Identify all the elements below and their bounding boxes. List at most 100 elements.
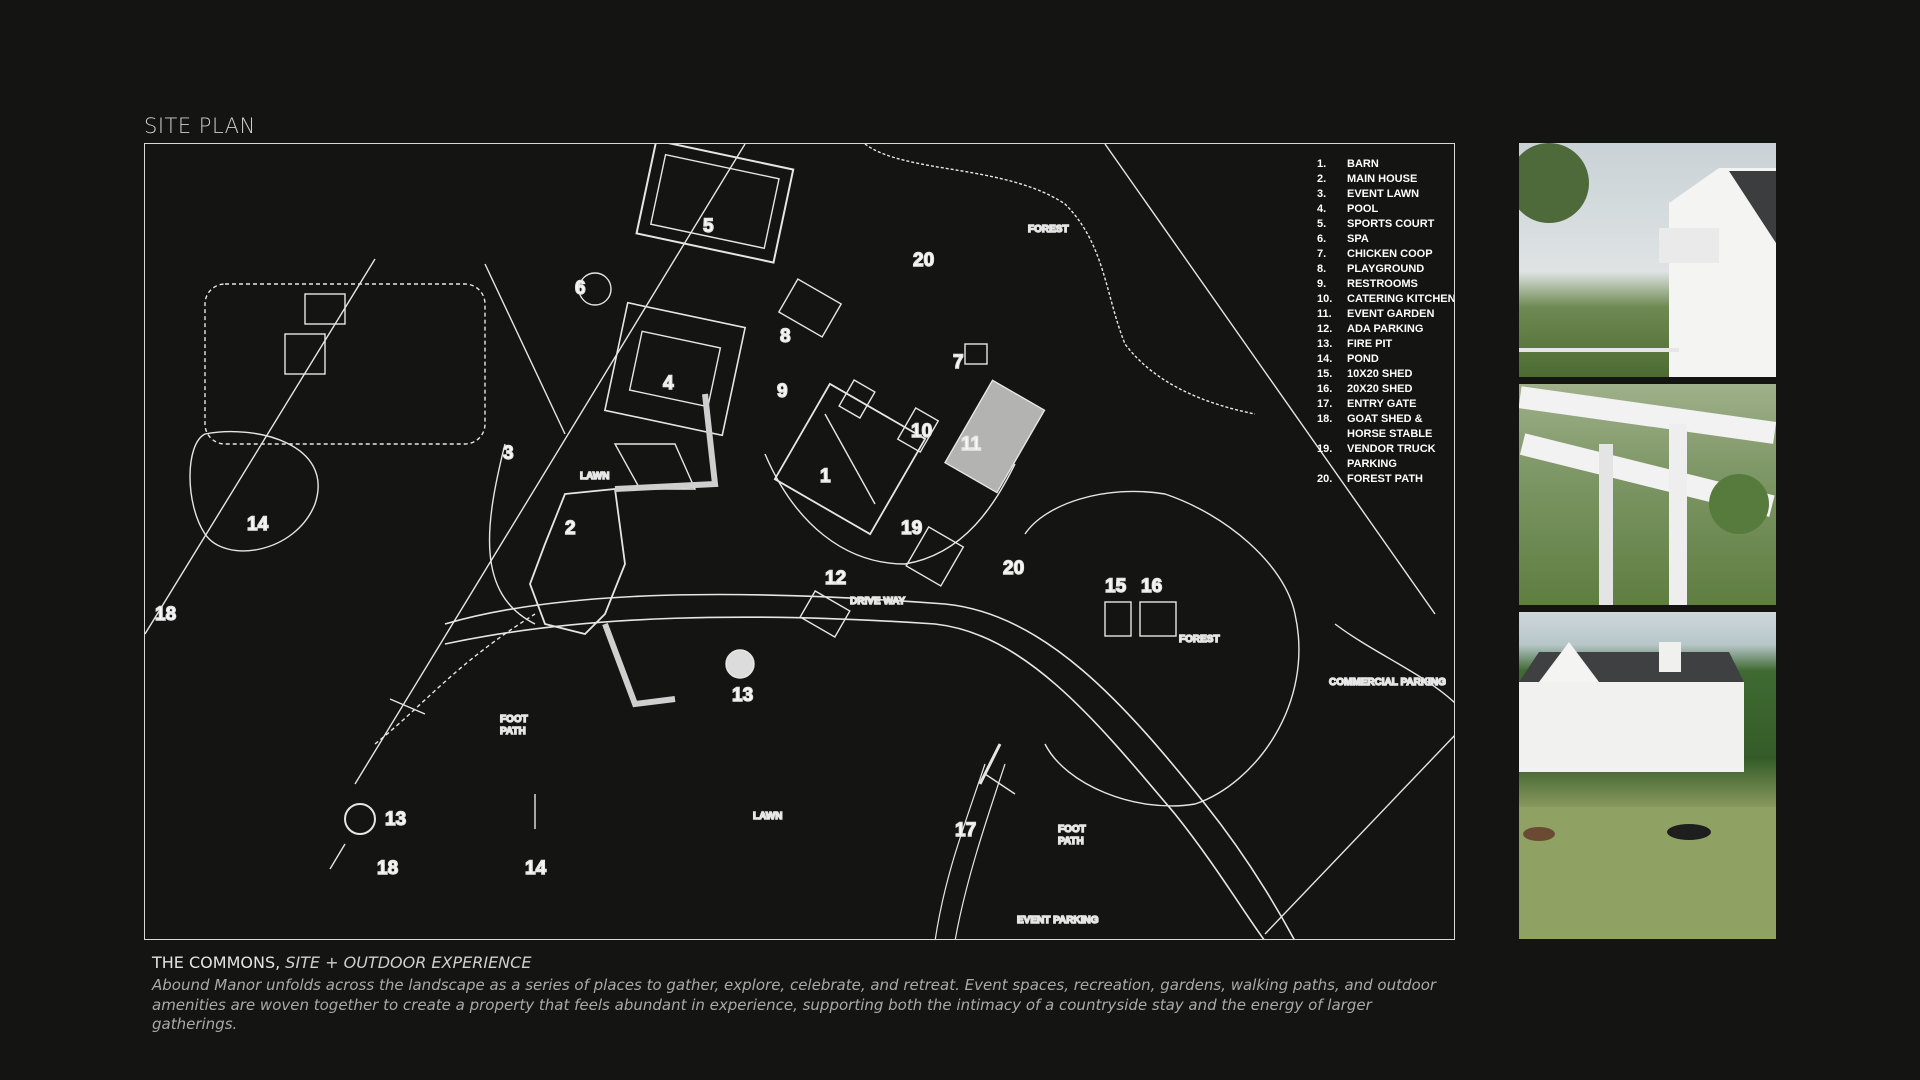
map-number-13b: 13 bbox=[385, 809, 406, 830]
caption-heading: THE COMMONS, SITE + OUTDOOR EXPERIENCE bbox=[152, 953, 531, 972]
main-house bbox=[529, 488, 626, 635]
legend-number: 6. bbox=[1317, 233, 1327, 245]
label-lawn: LAWN bbox=[580, 471, 609, 482]
foot-path bbox=[374, 613, 536, 745]
legend-label: 20X20 SHED bbox=[1347, 383, 1413, 395]
chicken-coop bbox=[964, 343, 988, 365]
label-foot-path: FOOT bbox=[500, 714, 528, 725]
legend-number: 13. bbox=[1317, 338, 1333, 350]
legend-label: MAIN HOUSE bbox=[1347, 173, 1418, 185]
barn bbox=[773, 382, 927, 536]
house-walkway bbox=[614, 393, 719, 492]
label-foot-path: PATH bbox=[500, 726, 526, 737]
legend-label: RESTROOMS bbox=[1347, 278, 1418, 290]
forest-edge bbox=[1024, 490, 1300, 807]
legend-number: 18. bbox=[1317, 413, 1333, 425]
legend-item: 12. ADA PARKING bbox=[1317, 322, 1454, 337]
legend-number: 14. bbox=[1317, 353, 1333, 365]
map-number-14b: 14 bbox=[525, 858, 547, 879]
fence-photo bbox=[1519, 384, 1776, 605]
foot-path bbox=[934, 763, 986, 939]
map-number-19: 19 bbox=[901, 518, 922, 539]
legend-number: 4. bbox=[1317, 203, 1327, 215]
sports-court-inner bbox=[649, 153, 780, 250]
legend-label: SPORTS COURT bbox=[1347, 218, 1435, 230]
legend-label: CATERING KITCHEN bbox=[1347, 293, 1455, 305]
legend-item: 20.FOREST PATH bbox=[1317, 472, 1454, 487]
farmhouse-photo bbox=[1519, 143, 1776, 377]
map-number-18a: 18 bbox=[155, 604, 176, 625]
playground bbox=[777, 278, 843, 338]
legend-label: CHICKEN COOP bbox=[1347, 248, 1433, 260]
legend-label: ADA PARKING bbox=[1347, 323, 1424, 335]
legend-item: 4. POOL bbox=[1317, 202, 1454, 217]
shed-20x20 bbox=[1139, 601, 1177, 637]
legend-label: POND bbox=[1347, 353, 1379, 365]
map-number-16: 16 bbox=[1141, 576, 1162, 597]
legend-label: PLAYGROUND bbox=[1347, 263, 1425, 275]
inset-court bbox=[304, 293, 346, 325]
legend-number: 12. bbox=[1317, 323, 1333, 335]
inset-detail-box bbox=[204, 283, 486, 445]
legend-number: 10. bbox=[1317, 293, 1333, 305]
house-horses-photo bbox=[1519, 612, 1776, 939]
legend-label: GOAT SHED & HORSE STABLE bbox=[1347, 413, 1433, 440]
catering-kitchen bbox=[896, 406, 940, 454]
map-number-9: 9 bbox=[777, 381, 788, 402]
spa bbox=[578, 272, 612, 306]
fire-pit bbox=[725, 649, 755, 679]
legend-item: 17.ENTRY GATE bbox=[1317, 397, 1454, 412]
map-number-20a: 20 bbox=[913, 250, 934, 271]
foot-path bbox=[954, 763, 1006, 939]
sports-court bbox=[635, 144, 795, 264]
site-plan-drawing: 1 2 3 4 5 6 7 8 9 10 11 12 13 13 14 14 1… bbox=[145, 144, 1454, 939]
legend-label: 10X20 SHED bbox=[1347, 368, 1413, 380]
arrow bbox=[329, 843, 346, 870]
boundary-line bbox=[145, 258, 376, 635]
map-number-6: 6 bbox=[575, 278, 586, 299]
restrooms bbox=[838, 379, 876, 419]
arrow bbox=[984, 773, 1016, 795]
label-forest: FOREST bbox=[1179, 634, 1220, 645]
map-number-2: 2 bbox=[565, 518, 576, 539]
legend-number: 19. bbox=[1317, 443, 1333, 455]
map-number-11: 11 bbox=[961, 434, 982, 455]
map-number-1: 1 bbox=[820, 466, 831, 487]
legend-item: 2.MAIN HOUSE bbox=[1317, 172, 1454, 187]
legend-number: 15. bbox=[1317, 368, 1333, 380]
legend-number: 7. bbox=[1317, 248, 1327, 260]
pool bbox=[628, 330, 722, 408]
legend-number: 8. bbox=[1317, 263, 1327, 275]
forest-path bbox=[864, 144, 1256, 415]
legend-label: VENDOR TRUCK PARKING bbox=[1347, 443, 1436, 470]
boundary-line bbox=[354, 144, 746, 785]
event-garden bbox=[944, 379, 1046, 494]
legend-label: BARN bbox=[1347, 158, 1379, 170]
legend-number: 1. bbox=[1317, 158, 1327, 170]
legend-item: 10. CATERING KITCHEN bbox=[1317, 292, 1455, 307]
legend-item: 19. VENDOR TRUCK PARKING bbox=[1317, 442, 1454, 472]
site-plan-map: 1 2 3 4 5 6 7 8 9 10 11 12 13 13 14 14 1… bbox=[144, 143, 1455, 940]
photo-column bbox=[1519, 143, 1776, 946]
caption-subtitle: SITE + OUTDOOR EXPERIENCE bbox=[285, 953, 532, 972]
house-walkway bbox=[602, 622, 676, 708]
map-number-5: 5 bbox=[703, 216, 714, 237]
map-number-8: 8 bbox=[780, 326, 791, 347]
page-title: SITE PLAN bbox=[144, 114, 256, 138]
legend-label: POOL bbox=[1347, 203, 1379, 215]
legend-item: 14. POND bbox=[1317, 352, 1454, 367]
map-number-15: 15 bbox=[1105, 576, 1127, 597]
caption-title: THE COMMONS, bbox=[152, 953, 281, 972]
label-commercial-parking: COMMERCIAL PARKING bbox=[1329, 677, 1446, 688]
map-number-3: 3 bbox=[503, 443, 514, 464]
legend-label: EVENT GARDEN bbox=[1347, 308, 1435, 320]
fire-pit bbox=[344, 803, 376, 835]
legend-label: ENTRY GATE bbox=[1347, 398, 1417, 410]
vendor-truck-parking bbox=[905, 525, 965, 587]
entry-gate bbox=[978, 743, 1002, 785]
legend-item: 5.SPORTS COURT bbox=[1317, 217, 1454, 232]
legend-label: EVENT LAWN bbox=[1347, 188, 1420, 200]
legend-number: 3. bbox=[1317, 188, 1327, 200]
legend-item: 15. 10X20 SHED bbox=[1317, 367, 1454, 382]
